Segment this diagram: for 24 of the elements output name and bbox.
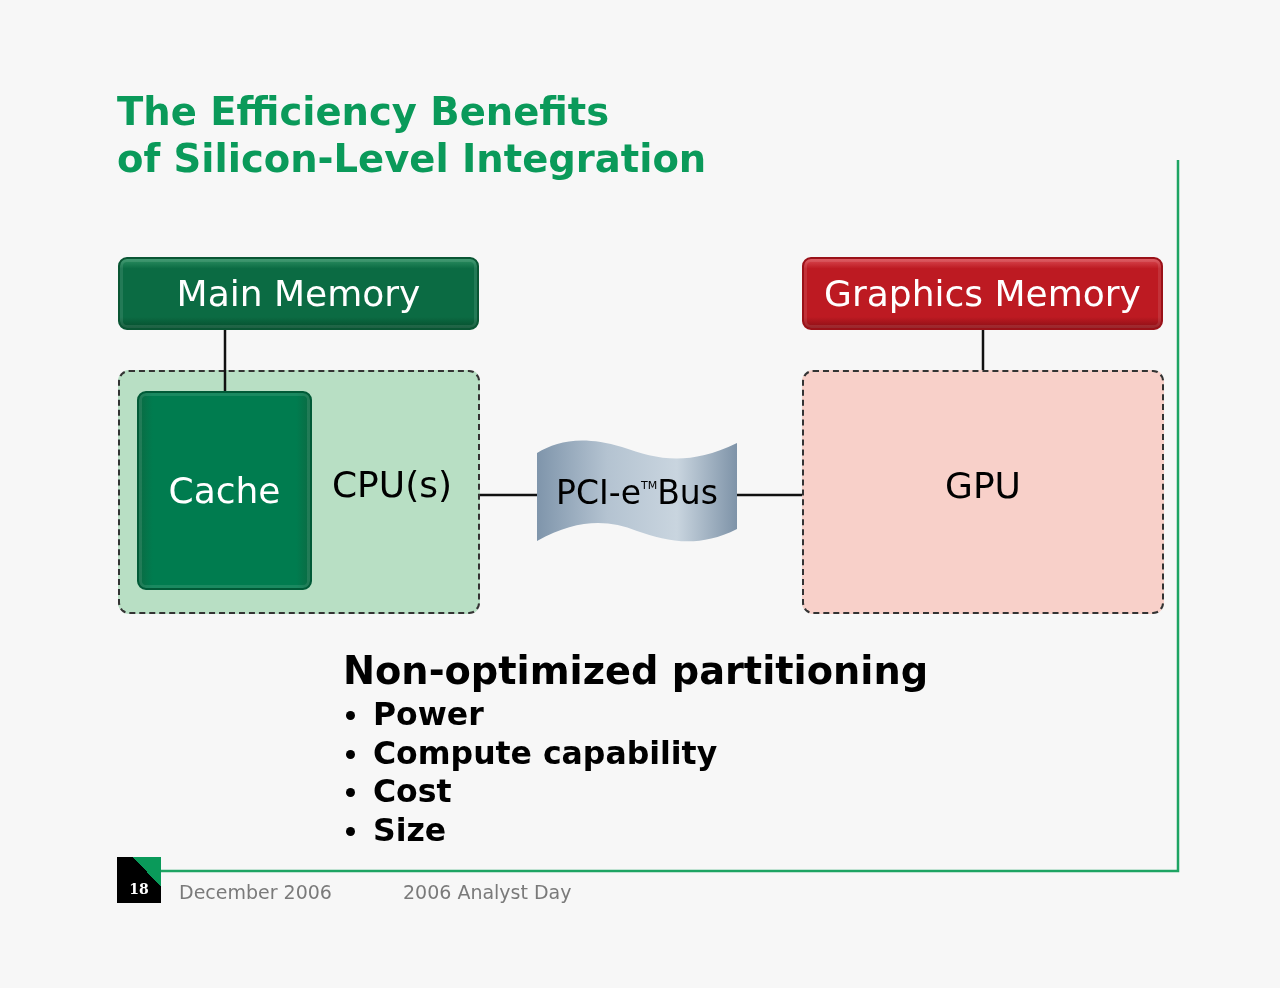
- memory-box: [802, 257, 1163, 330]
- connector-line: [480, 493, 537, 497]
- cache-box: [137, 391, 312, 590]
- connector-line: [981, 330, 985, 370]
- footer-text: 2006 Analyst Day: [403, 881, 572, 903]
- chip-region: [118, 370, 480, 614]
- bus-label: PCI-e$^{TM}$Bus: [556, 473, 718, 514]
- memory-box: [118, 257, 479, 330]
- list-item: Compute capability: [373, 735, 718, 771]
- heading: Non-optimized partitioning: [343, 649, 929, 693]
- chip-region: [802, 370, 1164, 614]
- footer-text: December 2006: [179, 881, 332, 903]
- chip-label: CPU(s): [330, 464, 453, 506]
- connector-line: [223, 330, 227, 391]
- page-number: 18: [117, 857, 161, 903]
- chip-label: GPU: [945, 465, 1021, 507]
- list-item: Cost: [373, 773, 452, 809]
- list-item: Size: [373, 812, 447, 848]
- box-label: Cache: [168, 469, 281, 512]
- connector-line: [737, 493, 802, 497]
- box-label: Main Memory: [176, 272, 421, 315]
- list-item: Power: [373, 696, 484, 732]
- box-label: Graphics Memory: [824, 272, 1141, 315]
- slide-title: The Efficiency Benefits of Silicon-Level Integration: [117, 88, 707, 182]
